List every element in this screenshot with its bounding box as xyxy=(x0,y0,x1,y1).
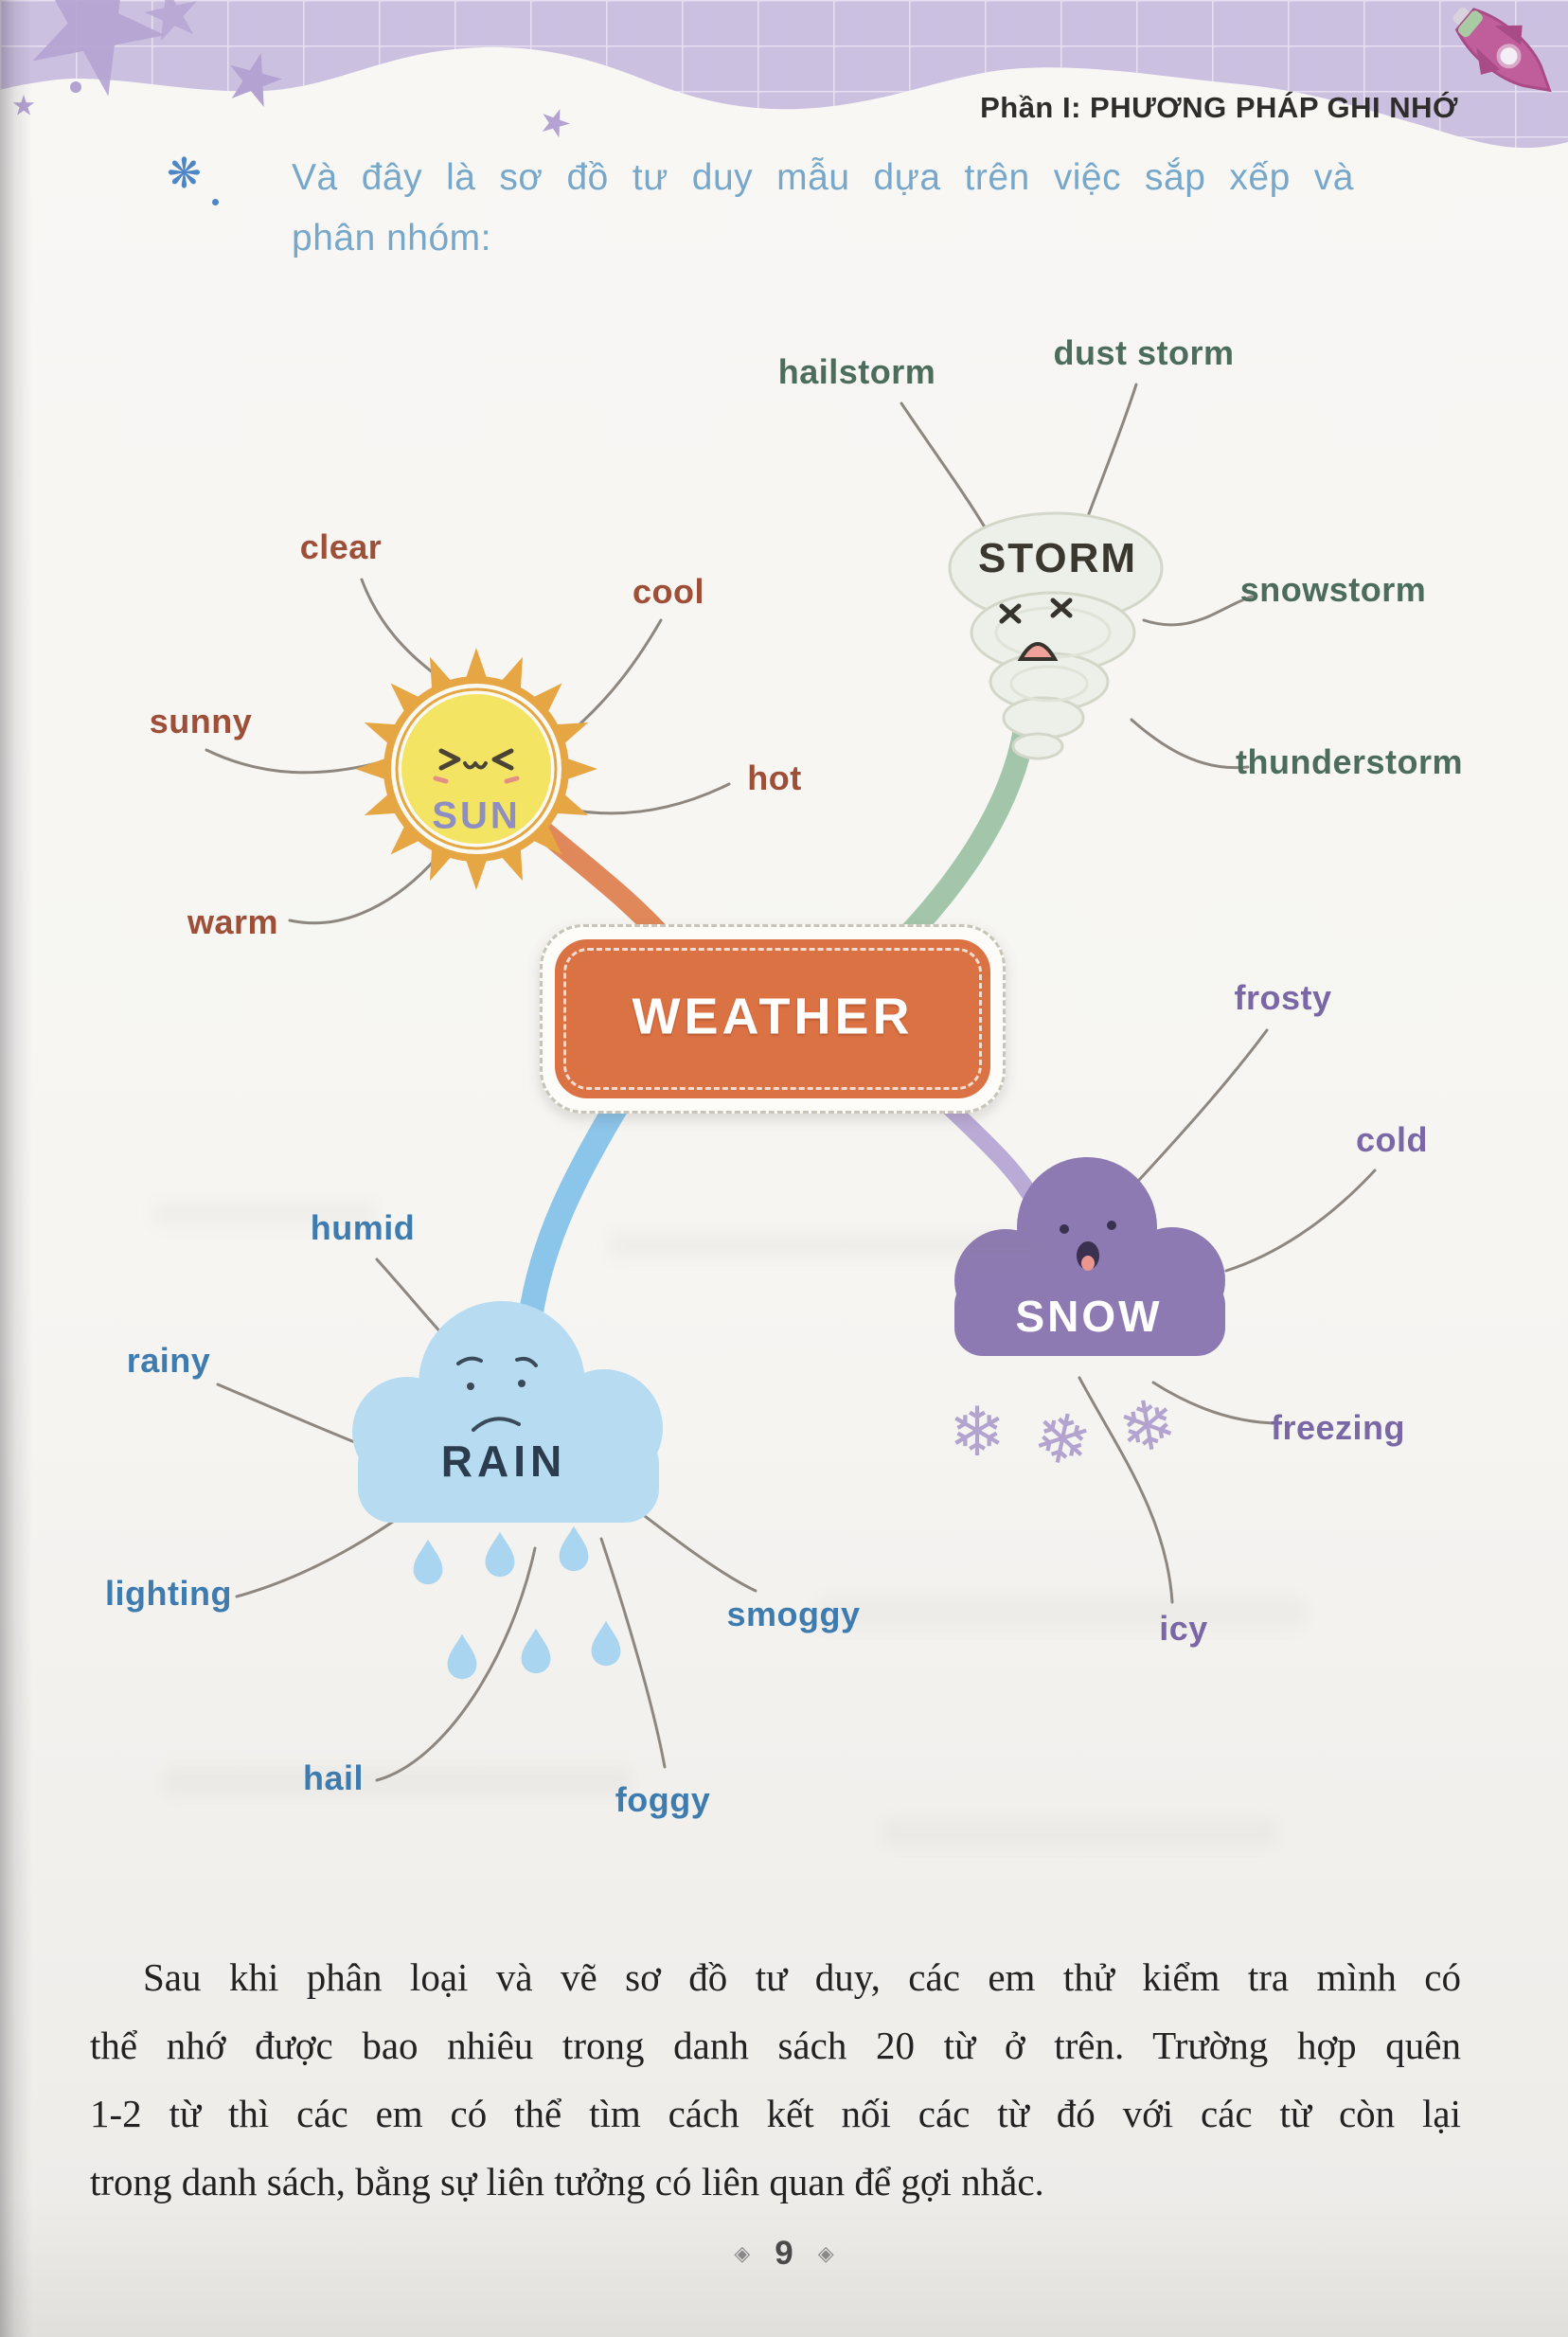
storm-title: STORM xyxy=(977,535,1138,581)
label-cold: cold xyxy=(1355,1120,1429,1159)
label-humid: humid xyxy=(310,1208,416,1247)
bleedthrough-smudge xyxy=(161,1765,634,1797)
bleedthrough-smudge xyxy=(881,1818,1278,1846)
paragraph-line-1: Sau khi phân loại và vẽ sơ đồ tư duy, cá… xyxy=(143,1955,1461,1999)
intro-line-2: phân nhóm: xyxy=(292,218,491,259)
section-title: Phần I: PHƯƠNG PHÁP GHI NHỚ xyxy=(980,91,1458,124)
label-smoggy: smoggy xyxy=(726,1595,861,1633)
rocket-icon xyxy=(1452,7,1552,93)
raindrops xyxy=(413,1525,621,1680)
sun-illustration xyxy=(355,648,597,890)
weather-box: WEATHER xyxy=(555,939,990,1098)
label-clear: clear xyxy=(299,527,383,566)
label-warm: warm xyxy=(187,902,279,941)
label-hot: hot xyxy=(747,758,802,797)
keyword-connectors xyxy=(205,383,1377,1782)
connector-foggy xyxy=(599,1537,667,1769)
connector-hot xyxy=(574,782,731,815)
intro-text: Và đây là sơ đồ tư duy mẫu dựa trên việc… xyxy=(292,148,1354,269)
bleedthrough-smudge xyxy=(814,1597,1307,1629)
branch-rain xyxy=(518,1088,633,1330)
snow-face xyxy=(1060,1221,1116,1271)
gem-icon: ◈ xyxy=(734,2241,751,2266)
paragraph-line-2: thể nhớ được bao nhiêu trong danh sách 2… xyxy=(90,2024,1461,2067)
rain-face xyxy=(456,1356,538,1432)
branch-snow xyxy=(934,1092,1042,1209)
label-hailstorm: hailstorm xyxy=(777,352,936,391)
tornado-illustration xyxy=(948,511,1164,760)
rain-title: RAIN xyxy=(440,1436,567,1486)
label-dust-storm: dust storm xyxy=(1053,333,1235,372)
connector-icy xyxy=(1078,1376,1174,1604)
sparkle-icon: ❋ xyxy=(167,151,202,197)
branch-storm xyxy=(890,718,1036,954)
bleedthrough-smudge xyxy=(606,1231,1051,1259)
paragraph-line-4: trong danh sách, bằng sự liên tưởng có l… xyxy=(90,2160,1044,2203)
weather-title: WEATHER xyxy=(632,988,914,1045)
label-thunderstorm: thunderstorm xyxy=(1236,742,1463,781)
weather-box-stitch xyxy=(563,948,982,1090)
label-hail: hail xyxy=(302,1758,365,1797)
label-sunny: sunny xyxy=(149,702,253,740)
sparkle-dot xyxy=(212,199,219,205)
connector-cold xyxy=(1224,1168,1377,1273)
connector-hail xyxy=(375,1546,537,1782)
body-paragraph: Sau khi phân loại và vẽ sơ đồ tư duy, cá… xyxy=(90,1943,1461,2216)
connector-hailstorm xyxy=(900,401,989,532)
sun-title: SUN xyxy=(432,794,521,837)
label-icy: icy xyxy=(1159,1609,1208,1648)
weather-node: WEATHER xyxy=(540,924,1006,1114)
connector-freezing xyxy=(1151,1381,1282,1425)
intro-line-1: Và đây là sơ đồ tư duy mẫu dựa trên việc… xyxy=(292,157,1354,198)
snow-title: SNOW xyxy=(1015,1292,1163,1341)
snowflake-icon: ❄ xyxy=(948,1392,1007,1472)
label-cool: cool xyxy=(632,572,705,611)
connector-warm xyxy=(288,855,439,925)
storm-face xyxy=(999,598,1073,661)
connector-cool xyxy=(578,618,663,726)
connector-clear xyxy=(360,578,439,678)
paragraph-line-3: 1-2 từ thì các em có thể tìm cách kết nố… xyxy=(90,2092,1461,2135)
label-lighting: lighting xyxy=(105,1574,232,1613)
page-footer: ◈ 9 ◈ xyxy=(0,2235,1568,2273)
label-foggy: foggy xyxy=(615,1780,711,1819)
star-decorations xyxy=(9,0,574,140)
page-number: 9 xyxy=(775,2235,793,2272)
header-decoration xyxy=(0,0,1568,149)
label-rainy: rainy xyxy=(126,1341,211,1380)
rain-cloud-illustration xyxy=(352,1301,663,1523)
sun-face xyxy=(438,748,514,771)
label-freezing: freezing xyxy=(1270,1408,1406,1447)
snow-cloud-illustration xyxy=(954,1157,1225,1356)
connector-snowstorm xyxy=(1142,595,1254,627)
connector-frosty xyxy=(1130,1028,1269,1190)
label-frosty: frosty xyxy=(1234,978,1332,1017)
gem-icon: ◈ xyxy=(817,2241,834,2266)
connector-dust-storm xyxy=(1085,383,1138,521)
connector-thunderstorm xyxy=(1130,718,1250,770)
label-snowstorm: snowstorm xyxy=(1239,570,1427,609)
bleedthrough-smudge xyxy=(151,1201,379,1227)
connector-sunny xyxy=(205,748,379,775)
lavender-wave-band xyxy=(0,0,1568,149)
